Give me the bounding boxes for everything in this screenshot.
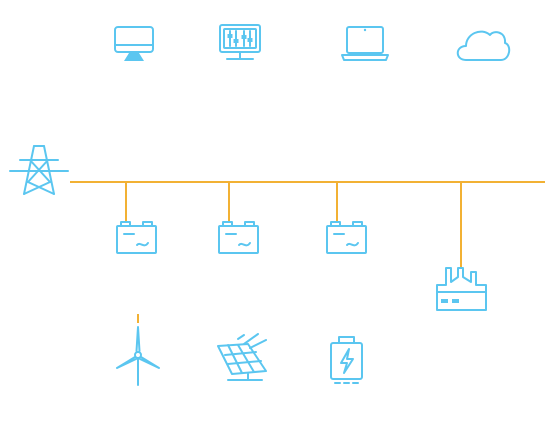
cloud-icon [456, 30, 511, 61]
power-bus [70, 181, 545, 323]
transmission-tower-icon [9, 145, 69, 195]
charging-battery-icon [330, 336, 363, 384]
inverter-battery-icon [326, 221, 367, 254]
wind-turbine-icon [116, 326, 160, 386]
inverter-battery-icon [116, 221, 157, 254]
control-panel-monitor-icon [219, 24, 261, 60]
factory-icon [436, 267, 487, 311]
solar-panel-icon [217, 333, 267, 381]
laptop-icon [341, 26, 389, 61]
desktop-monitor-icon [114, 26, 154, 61]
inverter-battery-icon [218, 221, 259, 254]
